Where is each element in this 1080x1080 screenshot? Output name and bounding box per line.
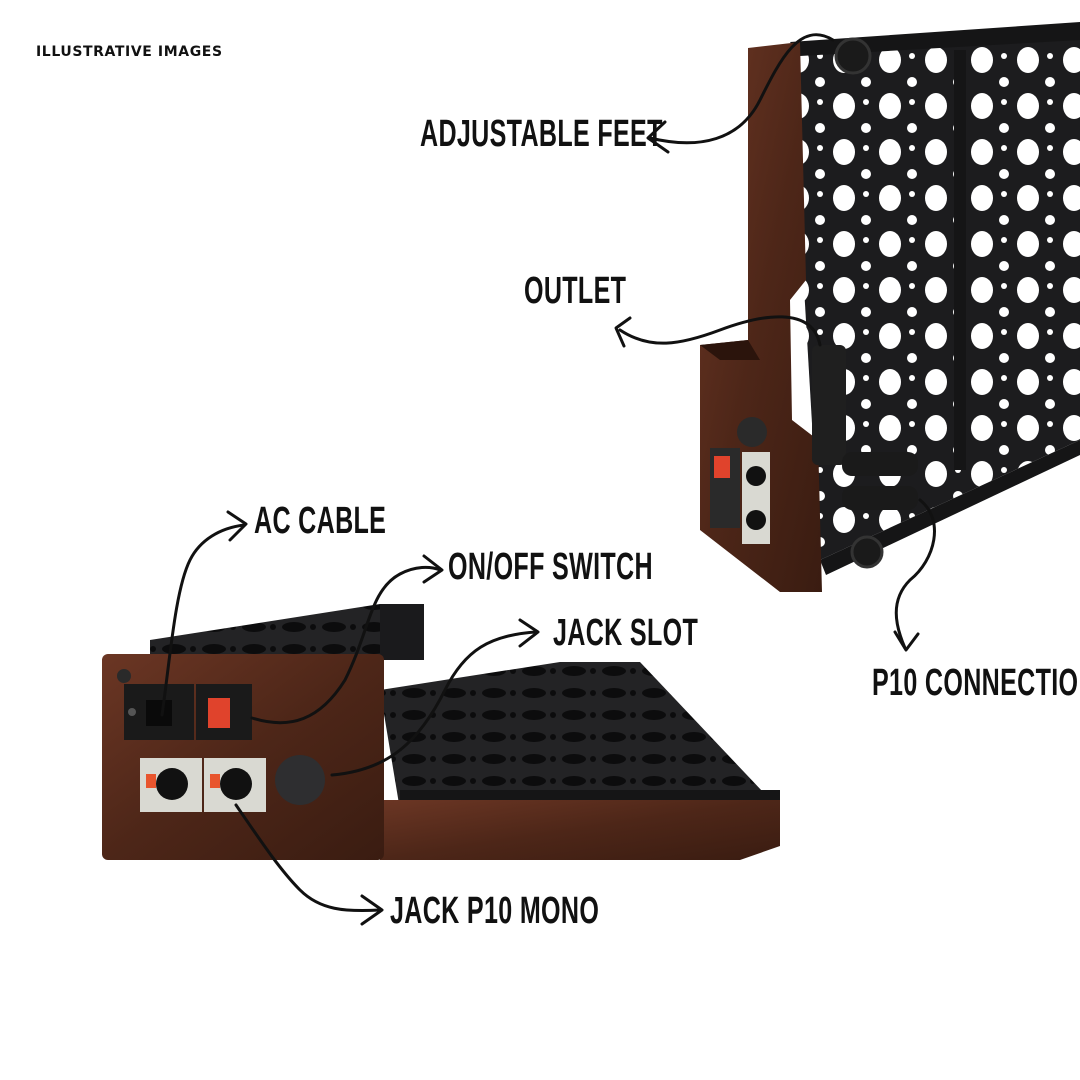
jack-slot-label: JACK SLOT (553, 612, 699, 654)
jack-slot-lying (275, 755, 325, 805)
arrow-on-off-switch (250, 565, 442, 725)
arrow-outlet (618, 315, 822, 347)
outlet-plug (812, 345, 846, 465)
arrow-ac-cable (160, 523, 246, 717)
p10-connection-label: P10 CONNECTION (872, 662, 1080, 704)
illustrative-images-caption: ILLUSTRATIVE IMAGES (36, 44, 223, 60)
jack-slot-upright (737, 417, 767, 447)
adjustable-feet-label: ADJUSTABLE FEET (420, 113, 663, 155)
perforated-panel-upright (790, 30, 1080, 560)
jack-p10-mono-label: JACK P10 MONO (390, 890, 600, 932)
perforated-deck-lying (380, 662, 780, 810)
p10-cable-1 (842, 452, 918, 476)
ac-cable-label: AC CABLE (254, 500, 387, 542)
adjustable-foot-bottom (850, 535, 884, 569)
adjustable-foot-top (834, 37, 872, 75)
callout-arrows (160, 33, 936, 926)
on-off-switch-label: ON/OFF SWITCH (448, 546, 653, 588)
p10-cable-2 (842, 486, 918, 510)
arrow-jack-p10-mono (234, 803, 382, 913)
outlet-label: OUTLET (524, 270, 627, 312)
arrow-adjustable-feet (648, 33, 835, 145)
arrow-jack-slot (330, 630, 538, 777)
lying-pedalboard (102, 604, 780, 860)
arrow-p10-connection (894, 498, 936, 650)
